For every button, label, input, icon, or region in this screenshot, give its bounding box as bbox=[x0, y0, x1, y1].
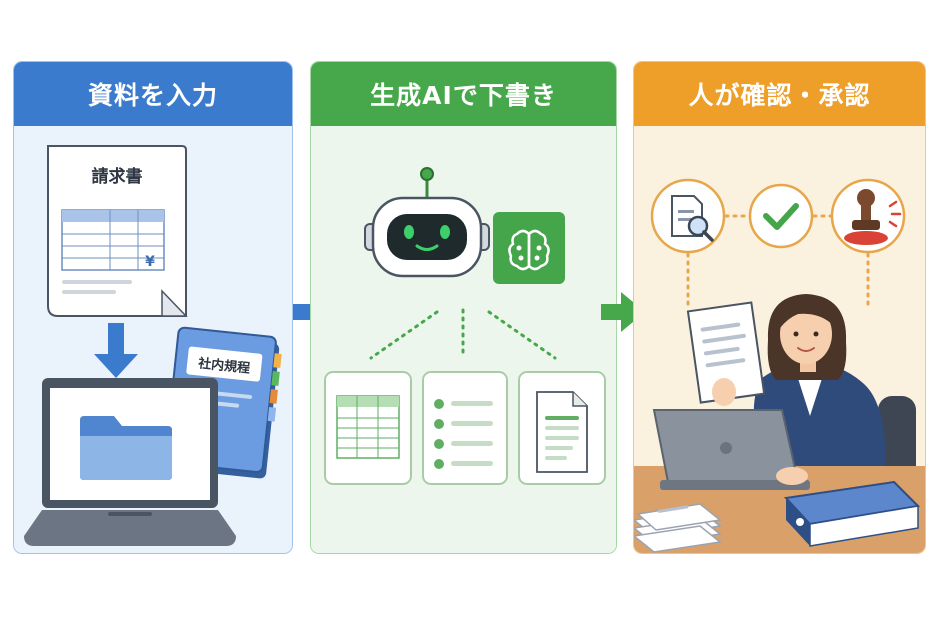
review-connectors bbox=[686, 214, 870, 310]
robot-icon bbox=[364, 167, 490, 278]
document-search-icon bbox=[650, 178, 726, 254]
yen-symbol: ¥ bbox=[145, 254, 155, 270]
paper-stack-icon bbox=[634, 503, 722, 553]
folder-icon bbox=[80, 416, 172, 480]
typing-hand bbox=[776, 467, 808, 485]
invoice-title: 請求書 bbox=[92, 166, 143, 187]
step-panel-draft: 生成AIで下書き bbox=[310, 61, 617, 554]
step-body-review bbox=[634, 126, 925, 553]
binder-icon bbox=[783, 480, 921, 547]
step-title-input: 資料を入力 bbox=[14, 62, 292, 126]
step-panel-review: 人が確認・承認 bbox=[633, 61, 926, 554]
step-title-review: 人が確認・承認 bbox=[634, 62, 925, 126]
step-illustration-review bbox=[634, 178, 925, 553]
binder-label: 社内規程 bbox=[196, 355, 250, 376]
invoice-document-icon: 請求書 ¥ bbox=[47, 145, 188, 317]
step-panel-input: 資料を入力 請求書 ¥ bbox=[13, 61, 293, 554]
step-title-draft: 生成AIで下書き bbox=[311, 62, 616, 126]
step-body-draft bbox=[311, 126, 616, 553]
checkmark-icon bbox=[748, 183, 814, 249]
checklist-icon bbox=[422, 371, 508, 485]
table-icon bbox=[324, 371, 412, 485]
step-illustration-input: 請求書 ¥ bbox=[24, 145, 282, 546]
connector-lines bbox=[369, 308, 557, 360]
step-illustration-draft bbox=[324, 167, 606, 485]
laptop-icon bbox=[652, 409, 810, 490]
document-icon bbox=[518, 371, 606, 485]
stamp-icon bbox=[830, 178, 906, 254]
brain-circuit-icon bbox=[493, 212, 565, 284]
down-arrow-icon bbox=[94, 323, 138, 378]
step-body-input: 請求書 ¥ bbox=[14, 126, 292, 553]
